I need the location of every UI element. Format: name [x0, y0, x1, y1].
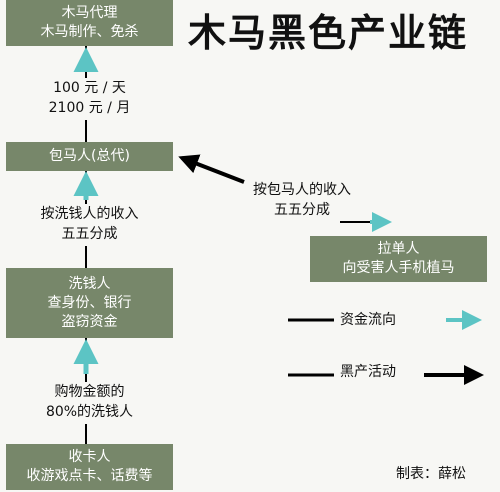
node-bao-ma-ren-line-1: 包马人(总代) — [49, 148, 130, 164]
label-split-xiqian-line-2: 五五分成 — [61, 226, 118, 242]
label-fee-line-2: 2100 元 / 月 — [48, 100, 131, 116]
label-fee: 100 元 / 天 2100 元 / 月 — [20, 78, 159, 118]
node-la-dan-ren-line-2: 向受害人手机植马 — [342, 260, 455, 276]
node-xi-qian-ren-line-3: 盗窃资金 — [61, 313, 118, 330]
node-la-dan-ren-line-1: 拉单人 — [377, 241, 420, 257]
node-shou-ka-ren-line-1: 收卡人 — [68, 449, 111, 465]
label-split-baoma-line-2: 五五分成 — [274, 202, 330, 218]
chart-title: 木马黑色产业链 — [188, 11, 469, 55]
label-shopping-line-2: 80%的洗钱人 — [45, 404, 134, 420]
node-xi-qian-ren-line-2: 查身份、银行 — [47, 294, 132, 311]
node-xi-qian-ren-line-1: 洗钱人 — [68, 275, 111, 292]
node-la-dan-ren: 拉单人 向受害人手机植马 — [310, 236, 487, 282]
credit: 制表：薛松 — [396, 466, 466, 482]
label-shopping-line-1: 购物金额的 — [54, 384, 125, 400]
label-split-baoma: 按包马人的收入 五五分成 — [242, 180, 362, 220]
node-shou-ka-ren-line-2: 收游戏点卡、话费等 — [26, 468, 153, 484]
node-bao-ma-ren: 包马人(总代) — [6, 142, 173, 171]
label-split-xiqian-line-1: 按洗钱人的收入 — [40, 206, 139, 222]
legend-funds-flow: 资金流向 — [340, 312, 396, 328]
activity-arrow-to-baoma — [178, 154, 245, 184]
node-trojan-agent: 木马代理 木马制作、免杀 — [6, 0, 173, 46]
node-xi-qian-ren: 洗钱人 查身份、银行 盗窃资金 — [6, 268, 173, 338]
label-split-xiqian: 按洗钱人的收入 五五分成 — [20, 204, 159, 244]
node-trojan-agent-line-2: 木马制作、免杀 — [40, 24, 139, 40]
label-split-baoma-line-1: 按包马人的收入 — [253, 182, 351, 198]
node-trojan-agent-line-1: 木马代理 — [61, 5, 118, 21]
legend-black-activity: 黑产活动 — [340, 364, 396, 380]
label-shopping: 购物金额的 80%的洗钱人 — [20, 382, 159, 422]
label-fee-line-1: 100 元 / 天 — [53, 80, 126, 96]
node-shou-ka-ren: 收卡人 收游戏点卡、话费等 — [6, 444, 173, 490]
